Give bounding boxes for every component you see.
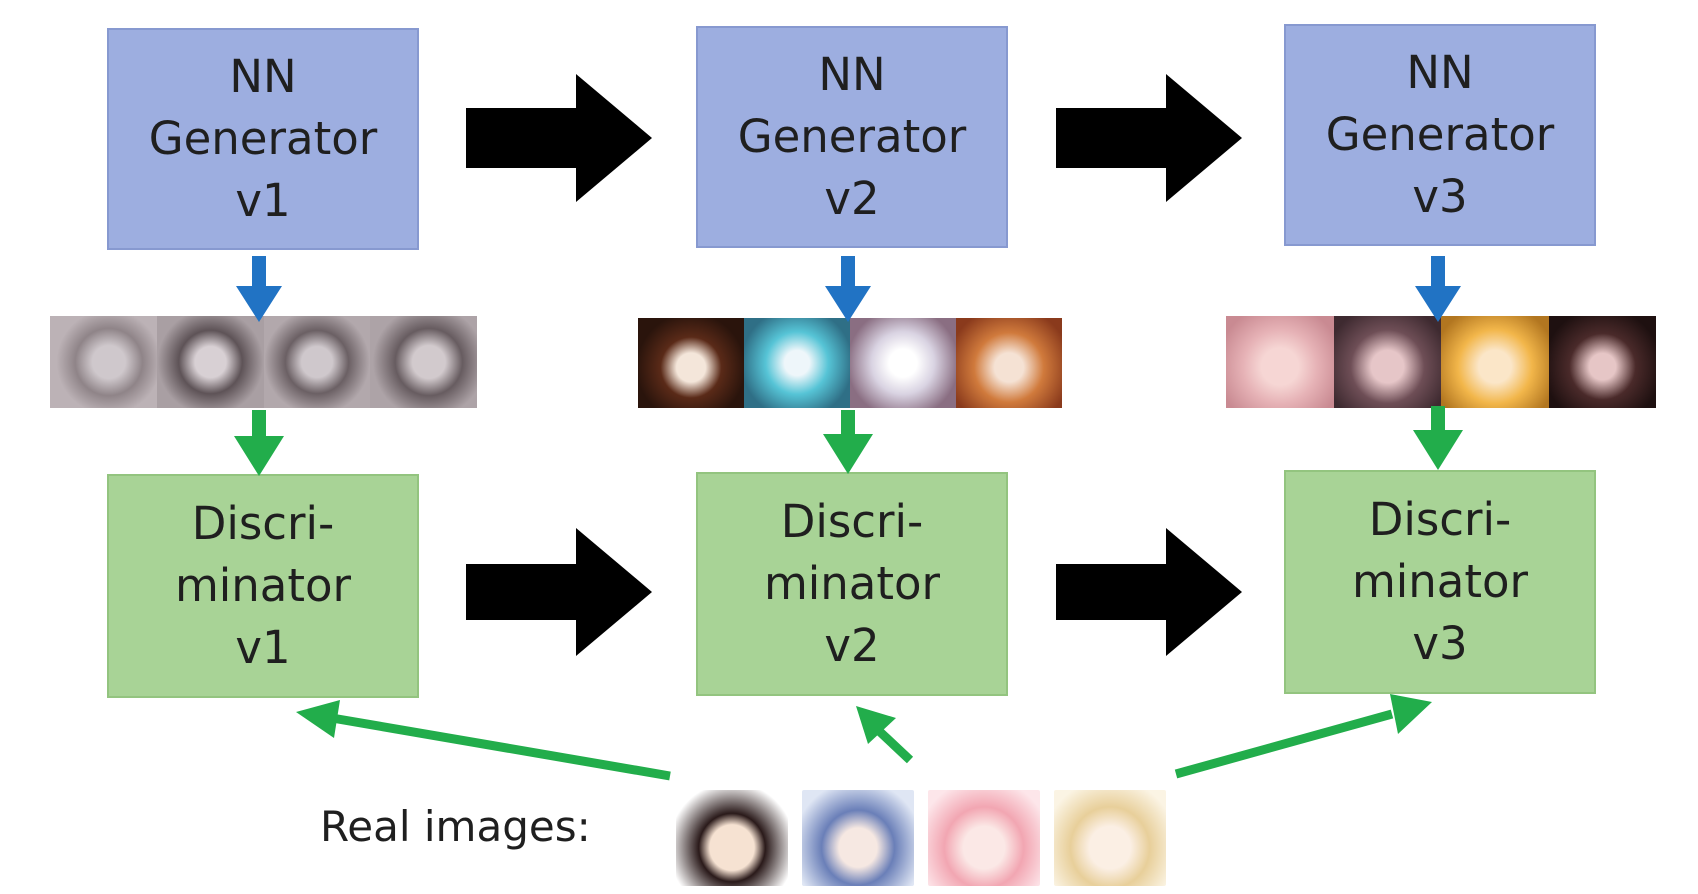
generator-v3-line1: NN	[1406, 46, 1474, 99]
generator-v2-line1: NN	[818, 48, 886, 101]
sample-to-discriminator-arrow-3	[1413, 406, 1463, 470]
generator-progress-arrow-2	[1056, 74, 1242, 202]
discriminator-v3-line1: Discri-	[1368, 493, 1512, 546]
generated-image	[1226, 316, 1334, 408]
sample-to-discriminator-arrow-1	[234, 410, 284, 476]
real-to-discriminator-arrow-1-head	[296, 700, 340, 738]
generated-image	[744, 318, 850, 408]
sample-to-discriminator-arrow-2	[823, 410, 873, 474]
generator-v2-line2: Generator	[737, 110, 967, 163]
generated-image	[638, 318, 744, 408]
discriminator-v1-box: Discri- minator v1	[107, 474, 419, 698]
generated-images-v1	[50, 316, 477, 408]
generator-output-arrow-3	[1415, 256, 1461, 322]
generator-v1-line3: v1	[235, 174, 291, 227]
generator-output-arrow-1	[236, 256, 282, 322]
real-to-discriminator-arrow-3-shaft	[1174, 709, 1394, 779]
real-image-1	[676, 790, 788, 886]
generator-v2-line3: v2	[824, 172, 880, 225]
real-to-discriminator-arrow-1-shaft	[331, 713, 671, 781]
generator-v1-box: NN Generator v1	[107, 28, 419, 250]
generated-image	[263, 316, 371, 408]
real-images-label: Real images:	[320, 802, 591, 851]
generated-image	[850, 318, 956, 408]
generator-v1-line1: NN	[229, 50, 297, 103]
generated-image	[156, 316, 264, 408]
generated-image	[1333, 316, 1441, 408]
generated-image	[1441, 316, 1549, 408]
discriminator-progress-arrow-1	[466, 528, 652, 656]
generated-images-v3	[1226, 316, 1656, 408]
discriminator-v2-line1: Discri-	[780, 495, 924, 548]
discriminator-v2-line2: minator	[763, 557, 941, 610]
generated-image	[50, 316, 157, 408]
real-image-3	[928, 790, 1040, 886]
generated-image	[1548, 316, 1656, 408]
generated-images-v2	[638, 318, 1062, 408]
discriminator-v3-box: Discri- minator v3	[1284, 470, 1596, 694]
discriminator-v1-line3: v1	[235, 621, 291, 674]
discriminator-v2-box: Discri- minator v2	[696, 472, 1008, 696]
generated-image	[956, 318, 1062, 408]
generator-output-arrow-2	[825, 256, 871, 322]
real-image-2	[802, 790, 914, 886]
generator-v2-box: NN Generator v2	[696, 26, 1008, 248]
generator-v3-line3: v3	[1412, 170, 1468, 223]
generator-progress-arrow-1	[466, 74, 652, 202]
real-image-4	[1054, 790, 1166, 886]
discriminator-progress-arrow-2	[1056, 528, 1242, 656]
discriminator-v1-line1: Discri-	[191, 497, 335, 550]
generator-v3-line2: Generator	[1325, 108, 1555, 161]
discriminator-v1-line2: minator	[174, 559, 352, 612]
generated-image	[370, 316, 477, 408]
discriminator-v3-line3: v3	[1412, 617, 1468, 670]
real-to-discriminator-arrow-3-head	[1390, 694, 1432, 734]
real-to-discriminator-arrow-2-shaft	[874, 726, 914, 764]
discriminator-v3-line2: minator	[1351, 555, 1529, 608]
discriminator-v2-line3: v2	[824, 619, 880, 672]
real-to-discriminator-arrow-2-head	[856, 706, 896, 744]
generator-v3-box: NN Generator v3	[1284, 24, 1596, 246]
generator-v1-line2: Generator	[148, 112, 378, 165]
